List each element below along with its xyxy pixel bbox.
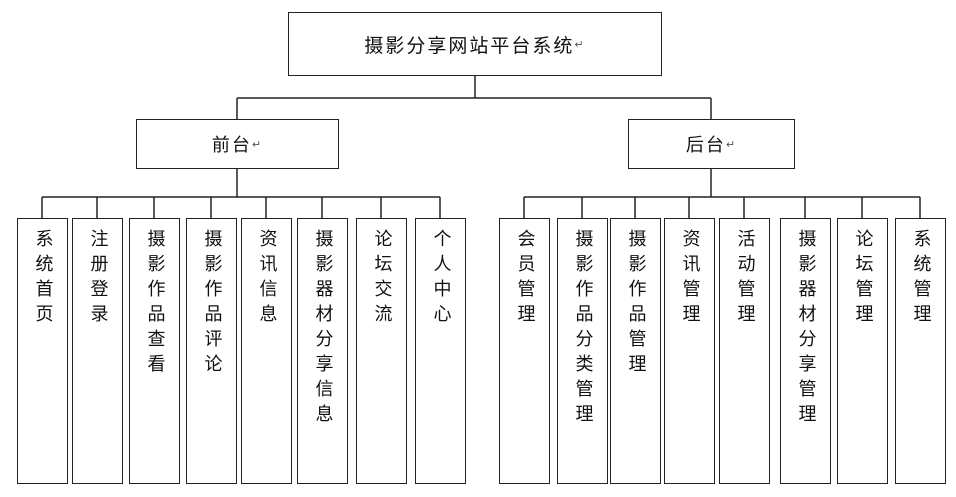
root-label: 摄影分享网站平台系统 [364,34,575,57]
front-leaf-2-label: 注册登录 [87,229,109,329]
back-leaf-1-label: 会员管理 [514,229,536,329]
back-leaf-5-label: 活动管理 [734,229,756,329]
back-leaf-3-label: 摄影作品管理 [625,229,647,379]
front-leaf-6-label: 摄影器材分享信息 [312,229,334,429]
front-leaf-3: 摄影作品查看 [129,218,180,484]
back-label: 后台 [685,135,726,156]
front-node: 前台↵ [136,119,339,169]
back-leaf-3: 摄影作品管理 [610,218,661,484]
back-leaf-6: 摄影器材分享管理 [780,218,831,484]
back-leaf-1: 会员管理 [499,218,550,484]
back-leaf-6-label: 摄影器材分享管理 [795,229,817,429]
front-leaf-5-label: 资讯信息 [256,229,278,329]
back-leaf-4: 资讯管理 [664,218,715,484]
front-leaf-4-label: 摄影作品评论 [201,229,223,379]
front-leaf-3-label: 摄影作品查看 [144,229,166,379]
root-return-mark: ↵ [574,37,586,51]
front-leaf-6: 摄影器材分享信息 [297,218,348,484]
front-leaf-5: 资讯信息 [241,218,292,484]
front-return-mark: ↵ [251,137,264,151]
front-leaf-1: 系统首页 [17,218,68,484]
front-label: 前台 [211,135,252,156]
back-leaf-8: 系统管理 [895,218,946,484]
front-leaf-7-label: 论坛交流 [371,229,393,329]
front-leaf-4: 摄影作品评论 [186,218,237,484]
back-leaf-7-label: 论坛管理 [852,229,874,329]
back-node: 后台↵ [628,119,795,169]
front-leaf-7: 论坛交流 [356,218,407,484]
front-leaf-2: 注册登录 [72,218,123,484]
back-leaf-8-label: 系统管理 [910,229,932,329]
back-return-mark: ↵ [725,137,738,151]
back-leaf-5: 活动管理 [719,218,770,484]
front-leaf-8: 个人中心 [415,218,466,484]
back-leaf-7: 论坛管理 [837,218,888,484]
front-leaf-8-label: 个人中心 [430,229,452,329]
root-node: 摄影分享网站平台系统↵ [288,12,662,76]
back-leaf-4-label: 资讯管理 [679,229,701,329]
back-leaf-2: 摄影作品分类管理 [557,218,608,484]
front-leaf-1-label: 系统首页 [32,229,54,329]
back-leaf-2-label: 摄影作品分类管理 [572,229,594,429]
